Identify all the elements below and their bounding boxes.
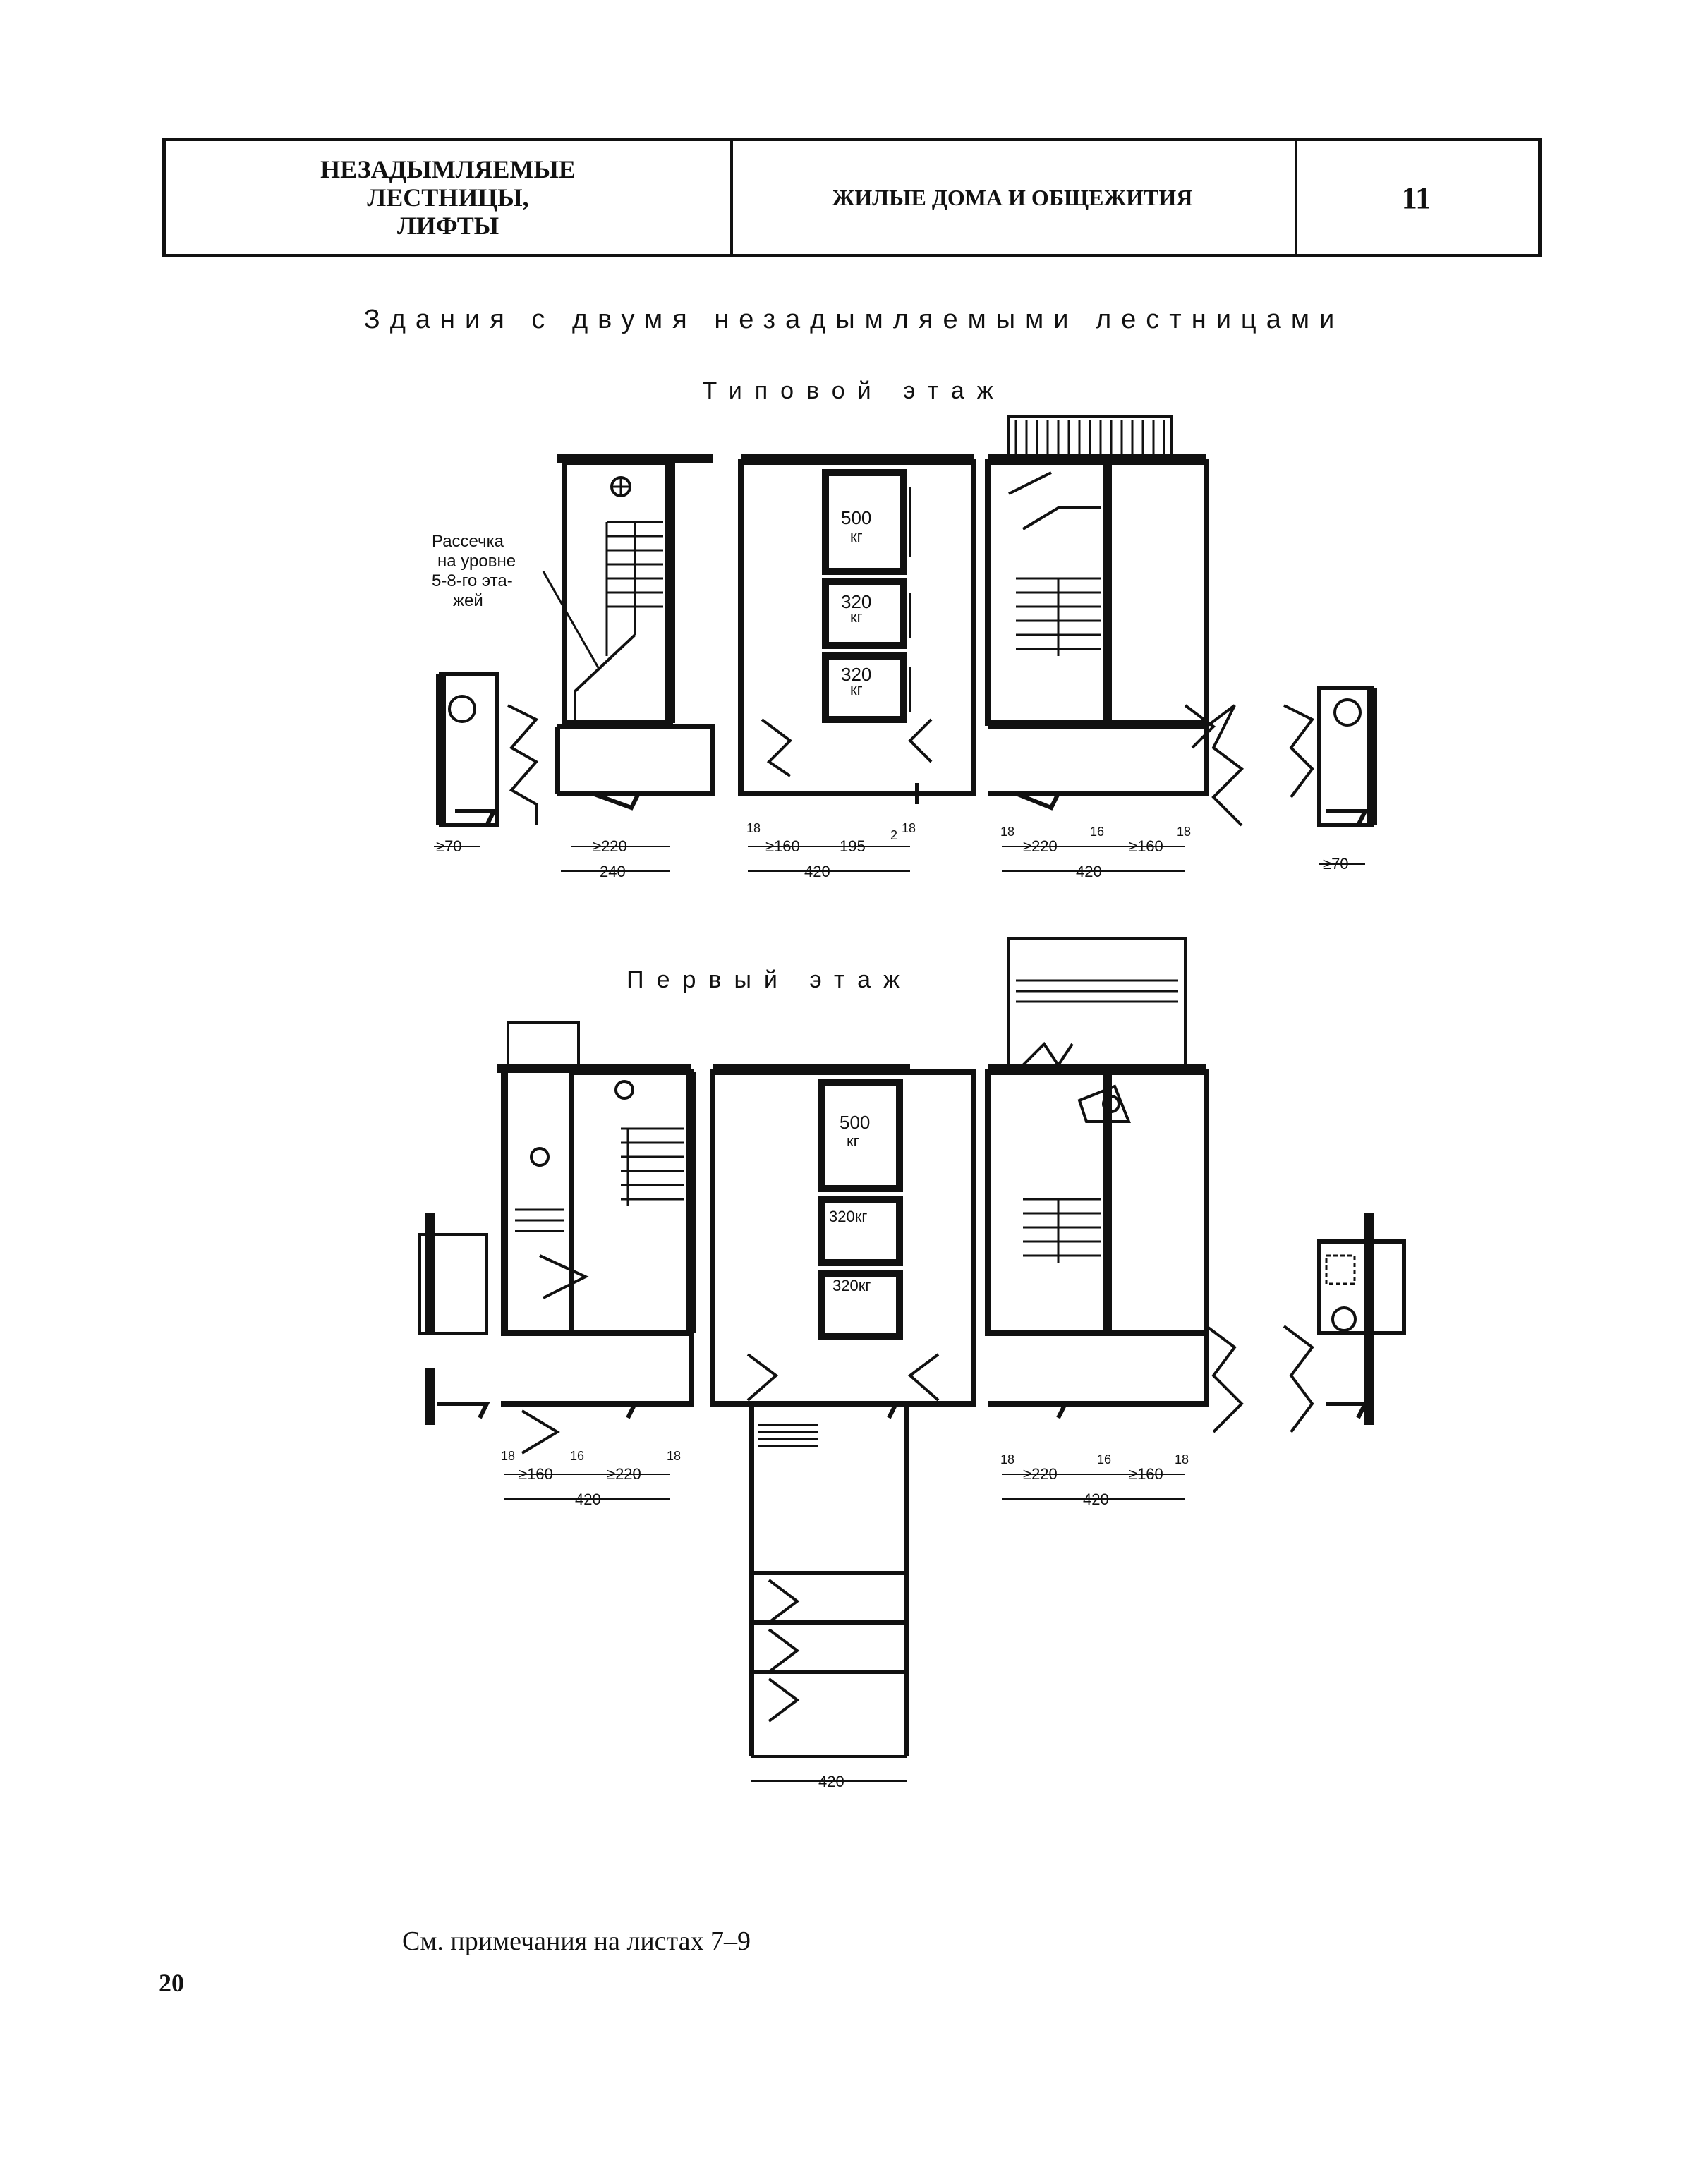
lift-capacity-label: 500 xyxy=(841,507,871,528)
dim-label: ≥220 xyxy=(593,837,627,855)
annotation-line: 5-8-го эта- xyxy=(432,571,513,590)
dim-label: 420 xyxy=(575,1491,601,1508)
right-stair-treads xyxy=(1016,577,1101,656)
lift-capacity-label: 500 xyxy=(840,1112,870,1133)
left-stair-treads xyxy=(605,521,663,656)
lift-unit-label: кг xyxy=(850,681,863,698)
section-title-line: ЛИФТЫ xyxy=(396,212,499,240)
section-title: НЕЗАДЫМЛЯЕМЫЕ ЛЕСТНИЦЫ, ЛИФТЫ xyxy=(166,141,733,254)
first-floor-plan xyxy=(418,937,1406,1782)
smoke-vent-icon xyxy=(614,1080,634,1100)
lift-shaft-500-1f xyxy=(818,1079,903,1192)
dim-label: ≥160 xyxy=(765,837,800,855)
section-title-line: НЕЗАДЫМЛЯЕМЫЕ xyxy=(320,155,576,183)
dim-label: 18 xyxy=(1175,1452,1189,1467)
dim-label: ≥220 xyxy=(607,1465,641,1483)
lift-capacity-label: 320 xyxy=(841,664,871,685)
annotation-line: жей xyxy=(453,591,483,610)
sheet-number: 11 xyxy=(1401,180,1431,215)
dim-label: 16 xyxy=(1097,1452,1111,1467)
smoke-vent-icon xyxy=(1102,1095,1120,1113)
dim-label: 195 xyxy=(840,837,866,855)
annotation-leader xyxy=(542,571,601,671)
dim-label: 420 xyxy=(1076,863,1102,880)
dim-label: ≥160 xyxy=(1129,837,1163,855)
chute-icon xyxy=(1331,1306,1357,1332)
dim-label: ≥220 xyxy=(1023,1465,1058,1483)
main-title: Здания с двумя незадымляемыми лестницами xyxy=(363,305,1345,334)
dim-label: ≥70 xyxy=(436,837,462,855)
chute-icon xyxy=(1333,698,1362,727)
chute-icon xyxy=(448,695,476,723)
lift-shaft-320b-1f xyxy=(818,1270,903,1340)
annotation-line: на уровне xyxy=(437,552,516,571)
footnote: См. примечания на листах 7–9 xyxy=(402,1926,751,1956)
dim-label: ≥160 xyxy=(519,1465,553,1483)
dim-label: 18 xyxy=(1000,825,1014,839)
dim-label: 18 xyxy=(501,1449,515,1463)
lift-shaft-500 xyxy=(822,469,907,575)
dim-label: 18 xyxy=(746,821,761,835)
dim-label: 18 xyxy=(1000,1452,1014,1467)
typical-floor-title: Типовой этаж xyxy=(702,377,1006,404)
smoke-vent-icon xyxy=(530,1147,550,1167)
lift-capacity-label: 320кг xyxy=(829,1208,867,1225)
dim-label: 420 xyxy=(1083,1491,1109,1508)
header-table: НЕЗАДЫМЛЯЕМЫЕ ЛЕСТНИЦЫ, ЛИФТЫ ЖИЛЫЕ ДОМА… xyxy=(162,138,1542,257)
typical-floor-plan xyxy=(434,415,1377,872)
section-title-line: ЛЕСТНИЦЫ, xyxy=(367,183,529,212)
dim-label: 16 xyxy=(570,1449,584,1463)
dim-label: 18 xyxy=(1177,825,1191,839)
lift-shaft-320a-1f xyxy=(818,1196,903,1266)
dim-label: 18 xyxy=(667,1449,681,1463)
lift-shaft-320a xyxy=(822,578,907,649)
first-floor-title: Первый этаж xyxy=(626,966,912,993)
dim-label: 420 xyxy=(804,863,830,880)
dim-label: 16 xyxy=(1090,825,1104,839)
lift-capacity-label: 320кг xyxy=(832,1277,871,1294)
annotation-line: Рассечка xyxy=(432,532,504,551)
lift-unit-label: кг xyxy=(847,1132,859,1150)
lift-capacity-label: 320 xyxy=(841,591,871,612)
dim-label: ≥220 xyxy=(1023,837,1058,855)
lift-shaft-320b xyxy=(822,652,907,723)
dim-label: ≥160 xyxy=(1129,1465,1163,1483)
right-balcony xyxy=(1007,415,1173,460)
dim-label: 2 xyxy=(890,828,897,842)
left-stair-core-1f xyxy=(569,1069,694,1336)
dim-label: 18 xyxy=(902,821,916,835)
dim-label: 240 xyxy=(600,863,626,880)
dim-label: ≥70 xyxy=(1323,855,1349,873)
dim-label: 420 xyxy=(818,1773,844,1790)
right-stair-core xyxy=(985,459,1209,726)
lift-unit-label: кг xyxy=(850,528,863,545)
lift-unit-label: кг xyxy=(850,608,863,626)
page-number: 20 xyxy=(159,1969,184,1997)
category-label: ЖИЛЫЕ ДОМА И ОБЩЕЖИТИЯ xyxy=(730,141,1297,254)
